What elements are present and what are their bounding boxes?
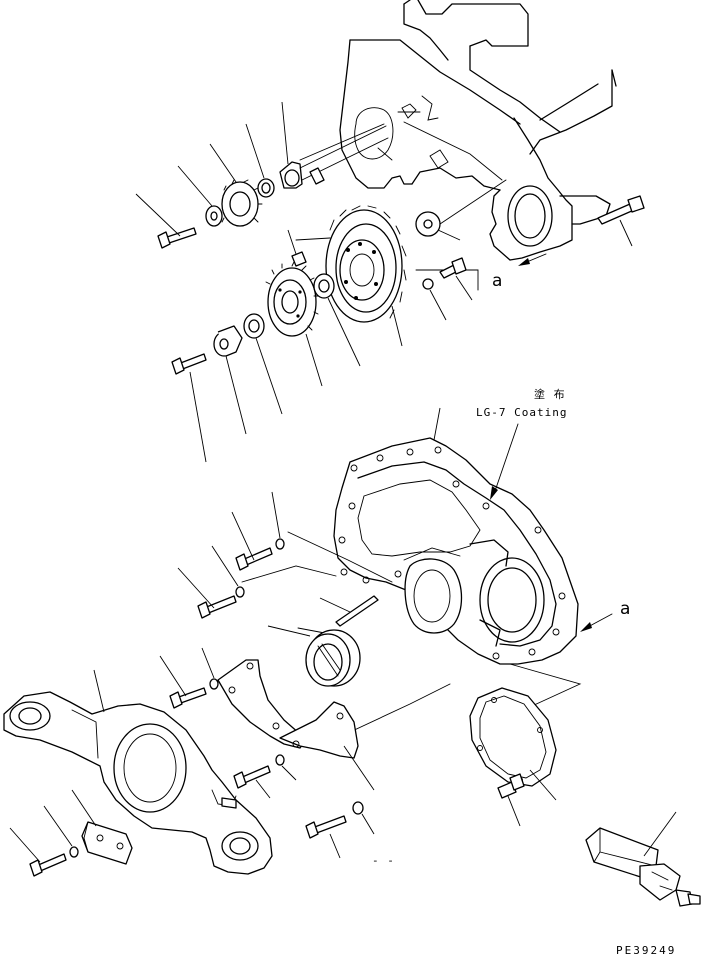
dowel-rod-cover <box>319 595 379 627</box>
front-cover-housing <box>333 407 579 665</box>
arrow-marker-upper: a <box>492 253 547 291</box>
bolt-right-small <box>439 257 473 301</box>
thrust-washer-middle <box>243 313 283 415</box>
stopper-block <box>71 789 133 865</box>
bolt-upper-right <box>597 195 645 247</box>
bolt-bracket-2 <box>233 754 297 799</box>
arrow-marker-lower: a <box>580 599 630 632</box>
view-marker-a-lower: a <box>620 599 630 619</box>
partial-callout: - - <box>372 854 395 867</box>
washer-upper-left <box>177 165 223 227</box>
washer-right-small <box>422 278 447 321</box>
idler-gear-small <box>209 143 263 227</box>
bolt-bracket-1 <box>159 647 219 709</box>
engine-support-bracket <box>3 669 273 875</box>
idler-shaft-upper <box>279 101 389 189</box>
bushing-middle <box>313 273 361 367</box>
bolt-lower-left <box>9 805 79 877</box>
idler-shaft-lower <box>213 325 247 435</box>
dowel-pin-middle <box>287 229 307 267</box>
coating-annotation: 塗 布 LG-7 Coating <box>476 387 567 500</box>
engine-block-outline <box>339 0 617 261</box>
bolt-cover-1 <box>231 491 285 571</box>
bolt-middle-left <box>171 353 207 463</box>
bolt-upper-left <box>135 193 197 249</box>
washer-large-gear <box>415 211 461 241</box>
view-marker-a-upper: a <box>492 271 502 291</box>
service-tool <box>585 811 701 907</box>
thrust-washer-upper <box>245 123 275 198</box>
assembly-guide-lines-upper <box>295 121 507 291</box>
coating-label-japanese: 塗 布 <box>534 387 566 401</box>
front-oil-seal <box>267 625 361 687</box>
bolt-bracket-3 <box>305 801 375 859</box>
dowel-pin-upper <box>309 167 325 185</box>
bracket-plate-lower <box>279 701 375 791</box>
bolt-cover-2 <box>177 545 245 619</box>
large-timing-gear <box>325 205 407 347</box>
gasket-cover <box>469 687 557 801</box>
coating-label-english: LG-7 Coating <box>476 406 567 419</box>
middle-gear <box>265 261 323 387</box>
bolt-gasket <box>497 773 525 827</box>
drawing-code: PE39249 <box>616 944 676 957</box>
